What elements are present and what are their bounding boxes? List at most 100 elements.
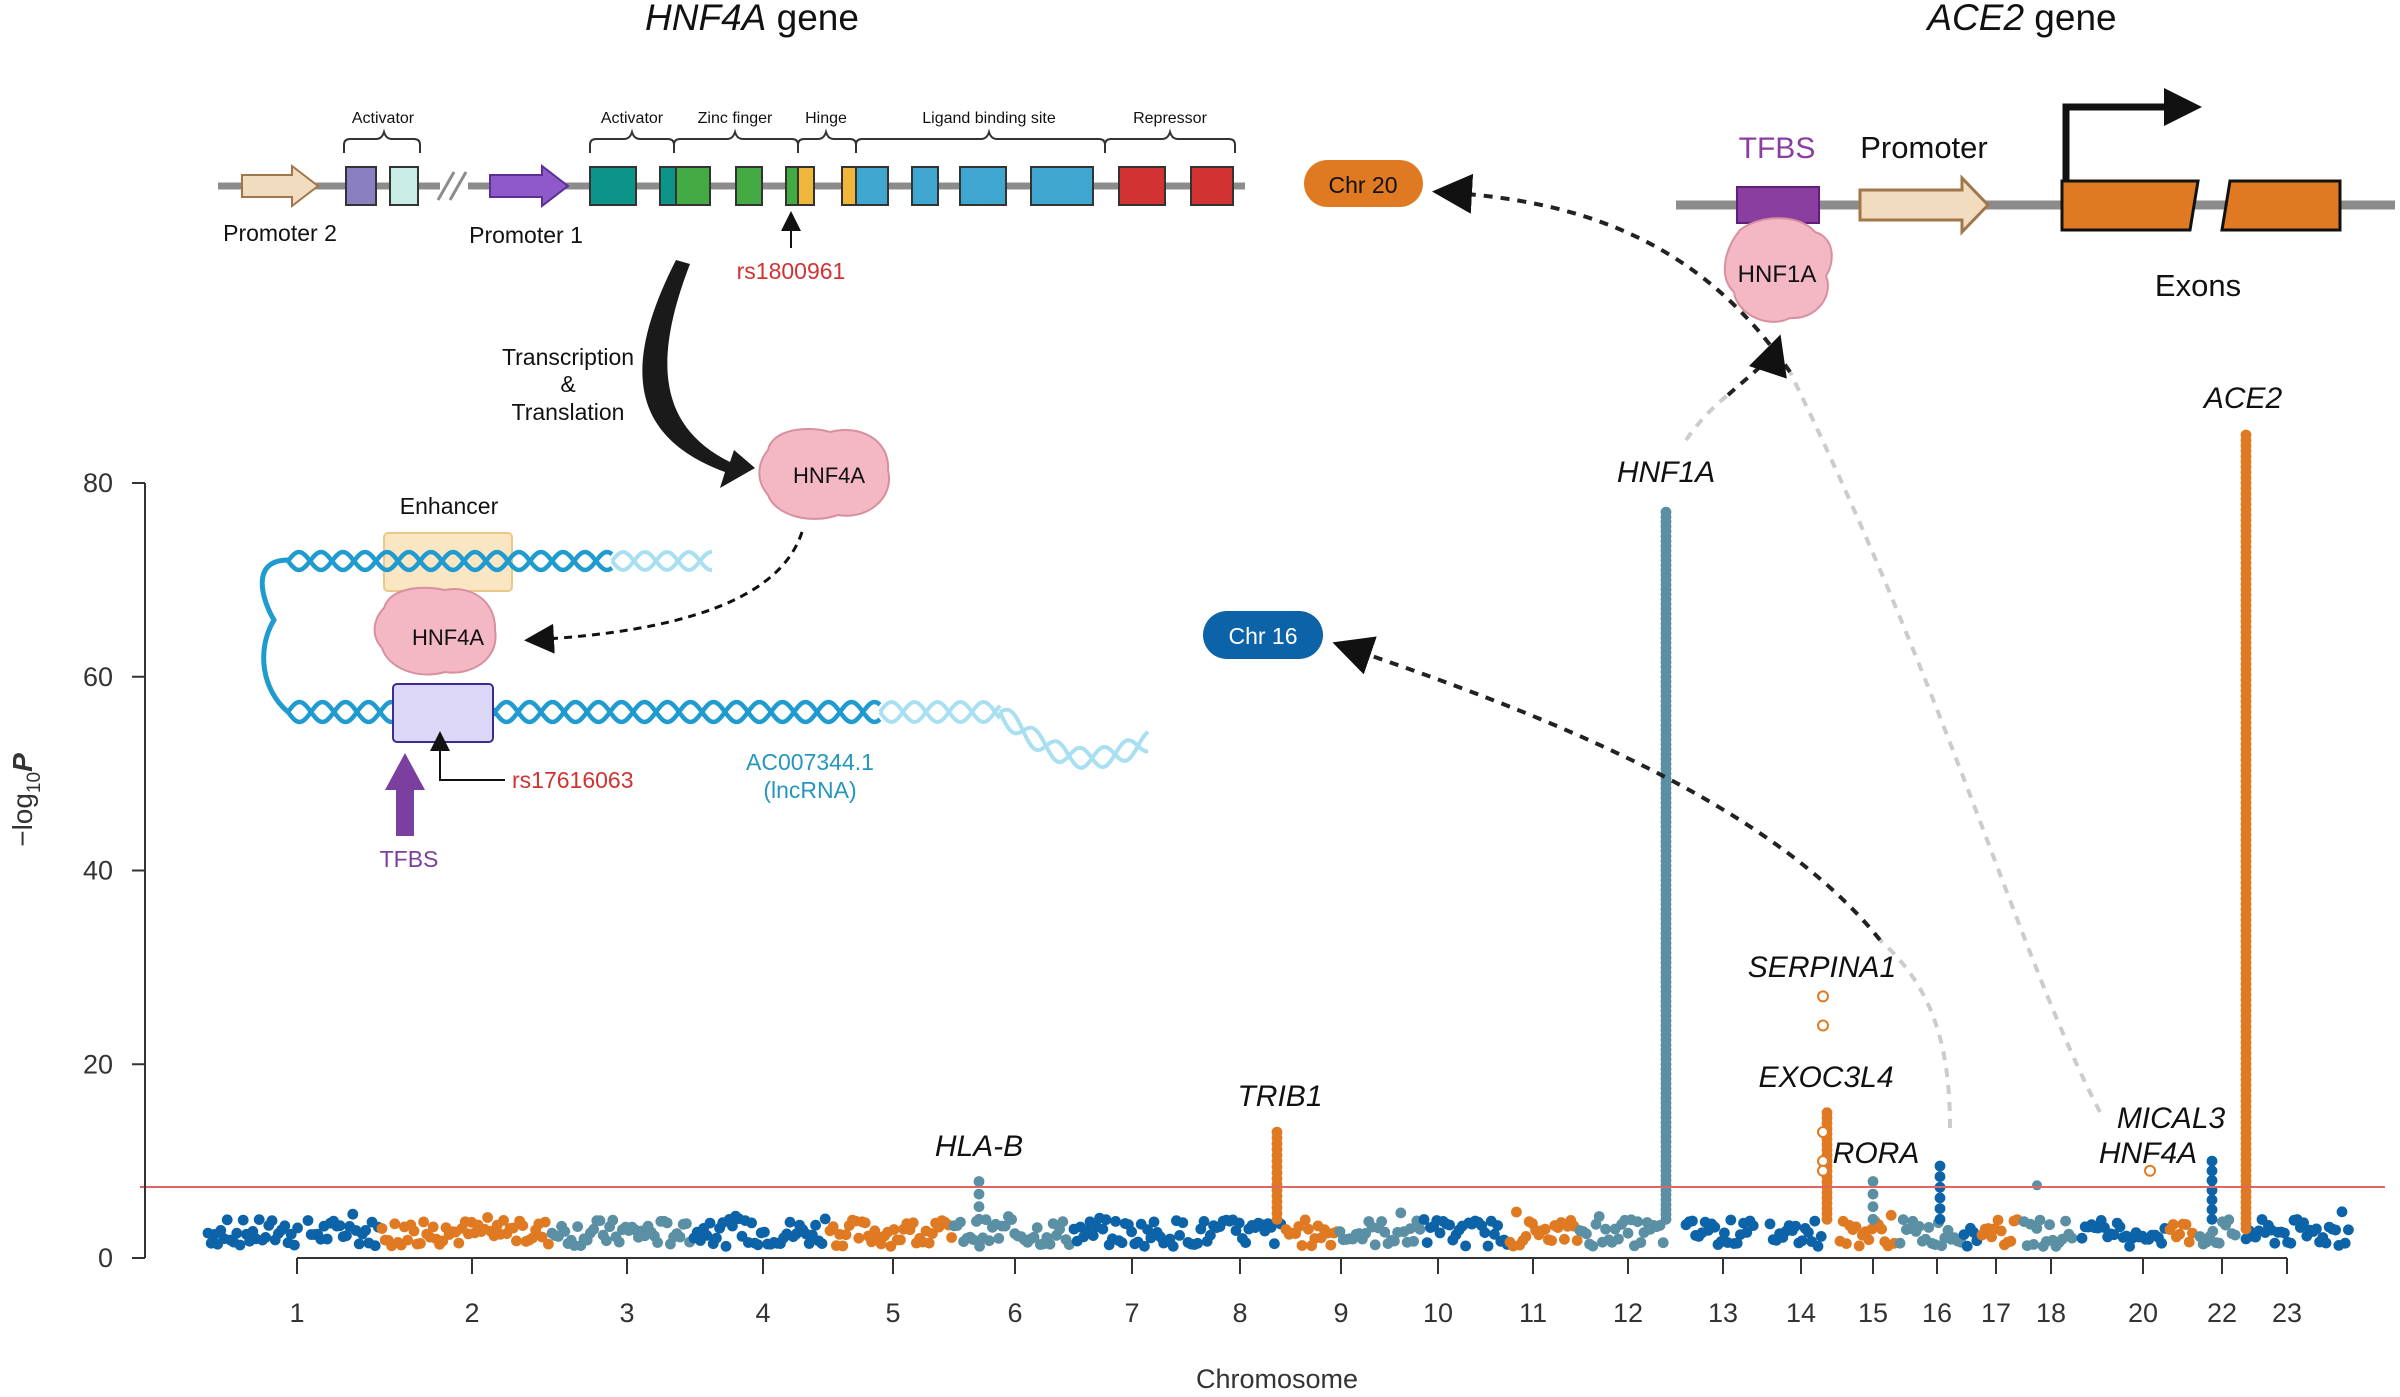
chromosome-point-group	[1764, 1215, 1827, 1252]
x-tick-label: 13	[1708, 1298, 1738, 1328]
domain-brace	[673, 128, 799, 153]
chromosome-point-group	[546, 1214, 695, 1251]
point	[279, 1220, 291, 1232]
point	[302, 1215, 314, 1226]
x-tick-label: 11	[1519, 1298, 1547, 1328]
point	[1815, 1231, 1827, 1242]
ace2-gene-title: ACE2 gene	[1925, 0, 2116, 38]
point	[1986, 1231, 1997, 1243]
point	[1934, 1171, 1946, 1182]
point	[2076, 1232, 2088, 1244]
x-tick-label: 16	[1922, 1298, 1952, 1328]
point	[427, 1221, 439, 1233]
point	[1817, 1126, 1829, 1139]
point	[1809, 1215, 1821, 1227]
chromosome-point-group	[1976, 1214, 2023, 1251]
point	[1968, 1226, 1979, 1238]
point	[1110, 1216, 1121, 1227]
point	[1867, 1188, 1879, 1200]
point	[2207, 1225, 2219, 1237]
point	[2330, 1224, 2342, 1236]
chromosome-point-group	[1418, 1214, 1513, 1252]
point	[536, 1231, 548, 1243]
point	[1581, 1228, 1592, 1240]
point	[2279, 1227, 2290, 1239]
point	[253, 1214, 265, 1225]
point	[674, 1231, 686, 1243]
transcription-label: Transcription	[502, 344, 634, 370]
peak-points	[1660, 506, 1672, 1225]
chromosome-point-group	[1574, 1211, 1669, 1252]
point	[819, 1213, 831, 1225]
point	[453, 1237, 465, 1249]
y-tick-label: 0	[98, 1243, 113, 1273]
point	[1414, 1223, 1426, 1235]
peak-points	[2032, 1180, 2042, 1191]
point	[1296, 1240, 1308, 1251]
chromosome-point-group	[1680, 1214, 1759, 1250]
point	[408, 1225, 420, 1237]
point	[1821, 1107, 1833, 1119]
domain-label: Repressor	[1133, 110, 1207, 127]
point	[1790, 1220, 1801, 1232]
point	[1764, 1218, 1776, 1230]
domain-brace	[797, 128, 857, 153]
point	[1593, 1211, 1605, 1222]
peak-points	[1817, 990, 1829, 1003]
hnf1a-locus-faded	[1684, 393, 1730, 442]
data-points	[202, 429, 2354, 1252]
point	[1205, 1229, 1216, 1241]
ace2-exon	[2220, 179, 2342, 232]
point	[594, 1215, 606, 1227]
exons-label: Exons	[2155, 268, 2241, 303]
point	[1961, 1240, 1973, 1252]
domain-brace	[343, 128, 421, 153]
chromosome-point-group	[948, 1211, 1075, 1252]
point	[720, 1240, 732, 1252]
point	[1622, 1227, 1634, 1239]
point	[2034, 1214, 2046, 1226]
x-tick-label: 10	[1423, 1298, 1453, 1328]
point	[353, 1238, 365, 1250]
point	[498, 1215, 509, 1226]
exon	[589, 166, 637, 206]
point	[402, 1234, 413, 1246]
exon	[855, 166, 889, 206]
hnf1a-protein-label: HNF1A	[1738, 261, 1817, 288]
point	[1817, 1019, 1829, 1032]
hnf4a-locus-to-chr20-arrow	[1432, 173, 1792, 374]
point	[369, 1240, 381, 1252]
peak-points	[2144, 1164, 2156, 1177]
ace2-gene-schematic: ACE2 gene TFBS Promoter Exons HNF1A	[1676, 0, 2395, 323]
exon	[389, 166, 419, 206]
snp-pointer-enhancer	[430, 731, 505, 781]
point	[1850, 1221, 1862, 1233]
point	[389, 1218, 401, 1230]
transcription-arrow	[642, 260, 755, 488]
point	[1731, 1237, 1743, 1249]
rora-to-chr16-arrow	[1332, 636, 1882, 942]
exon	[345, 166, 377, 206]
chromosome-point-group	[824, 1214, 957, 1252]
point	[711, 1232, 722, 1244]
point	[1369, 1239, 1381, 1251]
promoter-1-arrow	[489, 163, 570, 209]
point	[1142, 1224, 1153, 1235]
point	[1325, 1239, 1337, 1251]
point	[2156, 1237, 2168, 1249]
chromosome-point-group	[202, 1214, 303, 1251]
point	[1587, 1240, 1599, 1252]
ace2-promoter-arrow	[1858, 174, 1991, 236]
ace2-tfbs-box	[1736, 186, 1820, 224]
point	[1571, 1235, 1583, 1246]
snp-label-rs17616063: rs17616063	[512, 767, 634, 793]
point	[1657, 1237, 1669, 1249]
point	[2206, 1165, 2218, 1177]
peak-label: HNF4A	[2099, 1137, 2197, 1170]
point	[2167, 1219, 2179, 1230]
point	[853, 1232, 865, 1244]
point	[784, 1216, 796, 1228]
point	[973, 1188, 985, 1200]
hnf1a-to-ace2-tfbs-arrow	[1726, 334, 1787, 397]
